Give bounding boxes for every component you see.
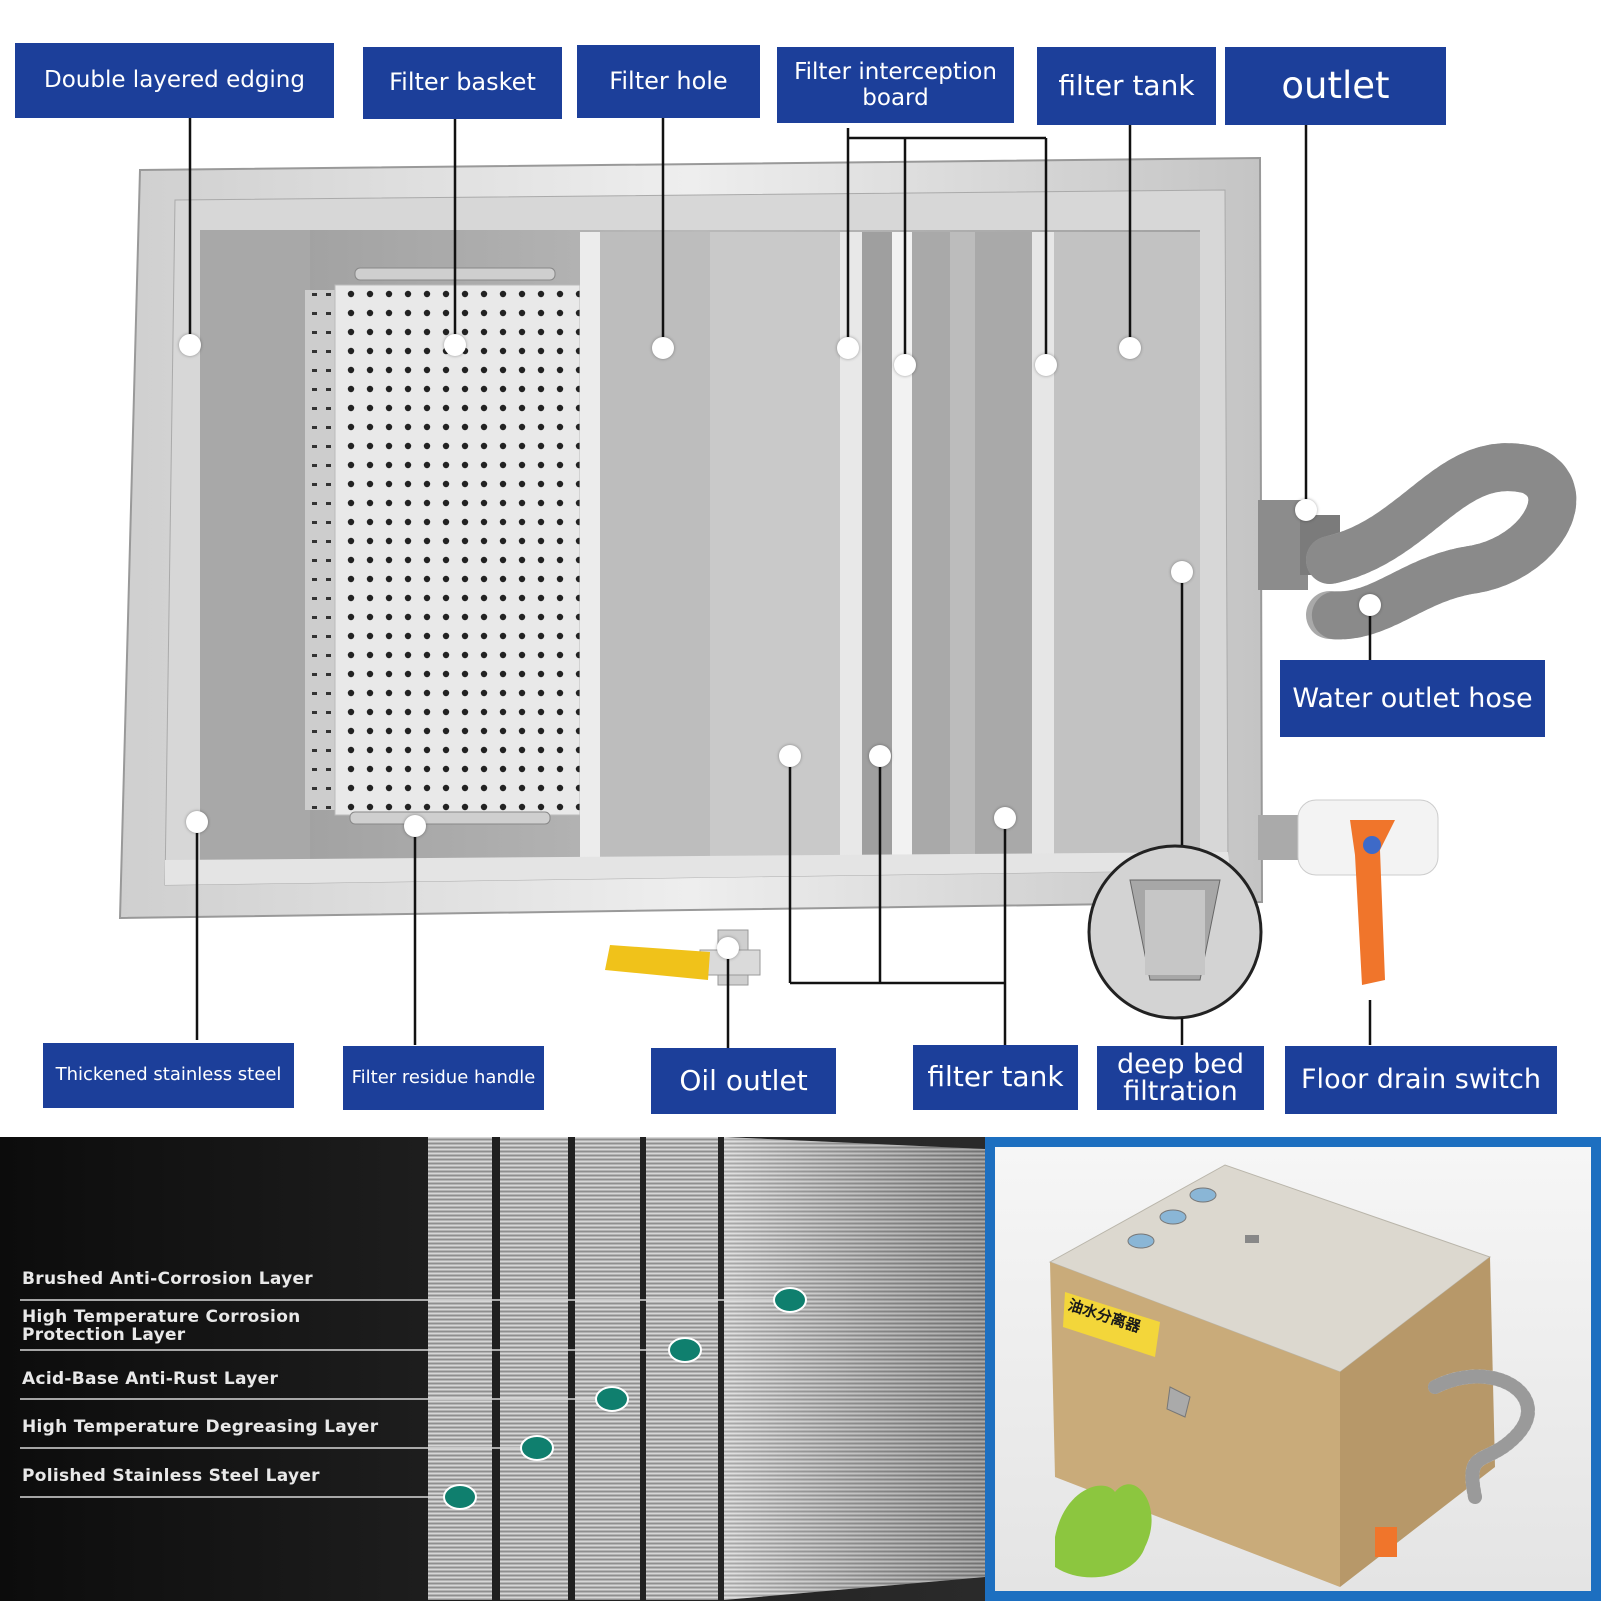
marker-dot (444, 334, 466, 356)
layer-marker (773, 1287, 807, 1313)
product-photo-frame: 油水分离器 (985, 1137, 1601, 1601)
marker-dot (717, 937, 739, 959)
layer-marker (443, 1484, 477, 1510)
label-oil-outlet: Oil outlet (651, 1048, 836, 1114)
marker-dot (994, 807, 1016, 829)
product-box-illustration (1048, 1164, 1535, 1587)
label-deep-bed-filtration: deep bed filtration (1097, 1046, 1264, 1110)
marker-dot (1295, 499, 1317, 521)
layer-label-brushed: Brushed Anti-Corrosion Layer (22, 1269, 313, 1289)
layer-label-high-temp-degreasing: High Temperature Degreasing Layer (22, 1417, 379, 1437)
material-layers-panel: Brushed Anti-Corrosion Layer High Temper… (0, 1137, 985, 1601)
marker-dot (652, 337, 674, 359)
layer-marker (520, 1435, 554, 1461)
tank-illustration (118, 118, 1577, 1048)
label-double-layered-edging: Double layered edging (15, 43, 334, 118)
label-filter-basket: Filter basket (363, 47, 562, 119)
label-water-outlet-hose: Water outlet hose (1280, 660, 1545, 737)
layer-marker (595, 1386, 629, 1412)
label-filter-residue-handle: Filter residue handle (343, 1046, 544, 1110)
label-filter-hole: Filter hole (577, 45, 760, 118)
label-thickened-stainless-steel: Thickened stainless steel (43, 1043, 294, 1108)
marker-dot (186, 811, 208, 833)
layer-label-acid-base: Acid-Base Anti-Rust Layer (22, 1369, 279, 1389)
label-filter-tank-top: filter tank (1037, 47, 1216, 125)
marker-dot (894, 354, 916, 376)
layer-marker (668, 1337, 702, 1363)
layer-label-polished: Polished Stainless Steel Layer (22, 1466, 320, 1486)
marker-dot (1359, 594, 1381, 616)
product-photo: 油水分离器 (995, 1147, 1591, 1591)
marker-dot (1035, 354, 1057, 376)
marker-dot (779, 745, 801, 767)
marker-dot (869, 745, 891, 767)
layer-label-high-temp-corrosion: High Temperature Corrosion Protection La… (22, 1307, 301, 1345)
label-outlet: outlet (1225, 47, 1446, 125)
label-filter-interception-board: Filter interception board (777, 47, 1014, 123)
marker-dot (837, 337, 859, 359)
marker-dot (404, 815, 426, 837)
marker-dot (1119, 337, 1141, 359)
label-floor-drain-switch: Floor drain switch (1285, 1046, 1557, 1114)
layer-sheets (20, 1137, 985, 1600)
marker-dot (1171, 561, 1193, 583)
marker-dot (179, 334, 201, 356)
label-filter-tank-bottom: filter tank (913, 1045, 1078, 1110)
